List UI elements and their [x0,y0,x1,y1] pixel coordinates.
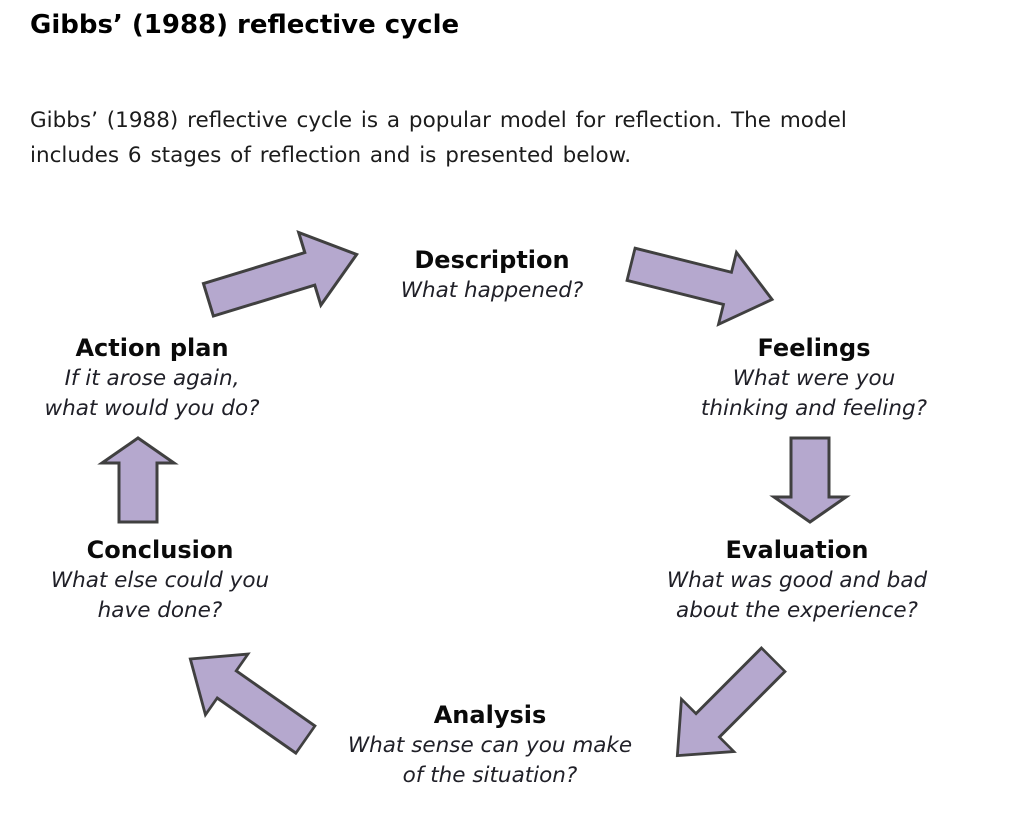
stage-question-line: What happened? [400,278,584,303]
stage-name: Analysis [433,701,547,729]
arrow-feelings-to-evaluation-icon [769,436,851,524]
stage-feelings: Feelings What were you thinking and feel… [614,332,1014,424]
stage-conclusion: Conclusion What else could you have done… [0,534,360,626]
arrow-analysis-to-conclusion-icon [188,652,317,756]
arrow-action-plan-to-description-icon [201,229,359,318]
intro-line: includes 6 stages of reflection and is p… [30,143,632,168]
arrow-conclusion-to-action-plan-icon [97,436,179,524]
intro-paragraph: Gibbs’ (1988) reflective cycle is a popu… [30,103,847,173]
stage-name: Evaluation [725,536,869,564]
stage-question-line: of the situation? [402,763,578,788]
stage-question-line: about the experience? [676,598,918,623]
intro-line: Gibbs’ (1988) reflective cycle is a popu… [30,108,847,133]
arrow-description-to-feelings-icon [625,246,775,327]
stage-name: Conclusion [86,536,234,564]
stage-question-line: have done? [97,598,223,623]
stage-action-plan: Action plan If it arose again, what woul… [0,332,352,424]
stage-name: Description [414,246,570,274]
stage-question-line: What was good and bad [666,568,928,593]
stage-question-line: What sense can you make [347,733,633,758]
stage-question-line: thinking and feeling? [700,396,928,421]
stage-description: Description What happened? [292,244,692,306]
stage-name: Action plan [75,334,229,362]
stage-analysis: Analysis What sense can you make of the … [290,699,690,791]
arrow-evaluation-to-analysis-icon [675,646,787,758]
stage-question-line: what would you do? [44,396,260,421]
stage-question-line: What were you [732,366,896,391]
stage-question-line: If it arose again, [64,366,240,391]
stage-evaluation: Evaluation What was good and bad about t… [597,534,997,626]
page-title: Gibbs’ (1988) reflective cycle [30,10,460,40]
stage-question-line: What else could you [50,568,270,593]
stage-name: Feelings [757,334,871,362]
